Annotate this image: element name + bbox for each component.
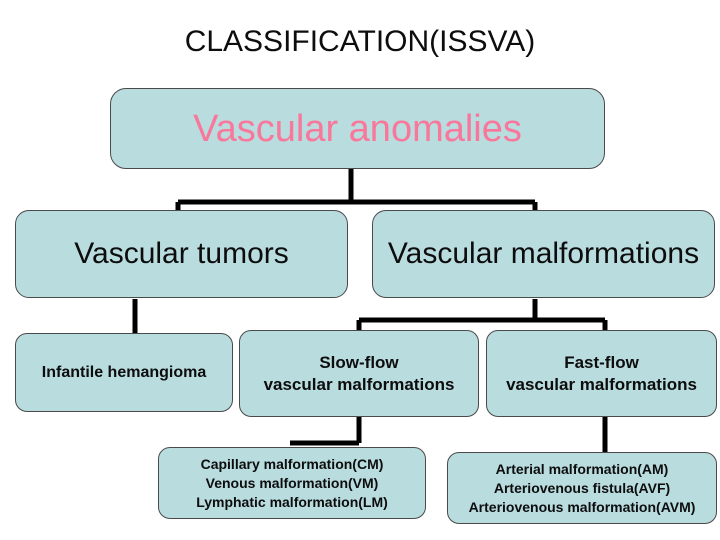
node-label-line-2: vascular malformations — [263, 374, 455, 394]
node-vascular-tumors[interactable]: Vascular tumors — [15, 210, 348, 298]
node-label: Vascular malformations — [387, 237, 700, 270]
node-label: Vascular anomalies — [193, 107, 522, 150]
node-label-line-1: Fast-flow — [564, 352, 639, 372]
node-label-line-3: Arteriovenous malformation(AVM) — [468, 498, 696, 515]
node-vascular-anomalies[interactable]: Vascular anomalies — [110, 88, 605, 169]
node-label: Vascular tumors — [74, 237, 289, 270]
node-label-line-1: Arterial malformation(AM) — [495, 460, 669, 477]
node-label-line-2: Venous malformation(VM) — [205, 474, 379, 491]
node-slow-flow-vascular-malformations[interactable]: Slow-flow vascular malformations — [239, 330, 479, 417]
node-vascular-malformations[interactable]: Vascular malformations — [372, 210, 715, 298]
node-infantile-hemangioma[interactable]: Infantile hemangioma — [15, 333, 233, 412]
node-label-line-1: Capillary malformation(CM) — [200, 455, 384, 472]
node-label-line-1: Slow-flow — [319, 352, 399, 372]
node-label: Infantile hemangioma — [41, 363, 207, 381]
page-title: CLASSIFICATION(ISSVA) — [184, 25, 536, 58]
node-label-line-3: Lymphatic malformation(LM) — [196, 493, 388, 510]
node-fast-flow-types[interactable]: Arterial malformation(AM) Arteriovenous … — [447, 452, 717, 524]
node-slow-flow-types[interactable]: Capillary malformation(CM) Venous malfor… — [158, 447, 426, 519]
node-label-line-2: vascular malformations — [506, 374, 697, 394]
node-fast-flow-vascular-malformations[interactable]: Fast-flow vascular malformations — [486, 330, 717, 417]
node-label-line-2: Arteriovenous fistula(AVF) — [493, 479, 671, 496]
